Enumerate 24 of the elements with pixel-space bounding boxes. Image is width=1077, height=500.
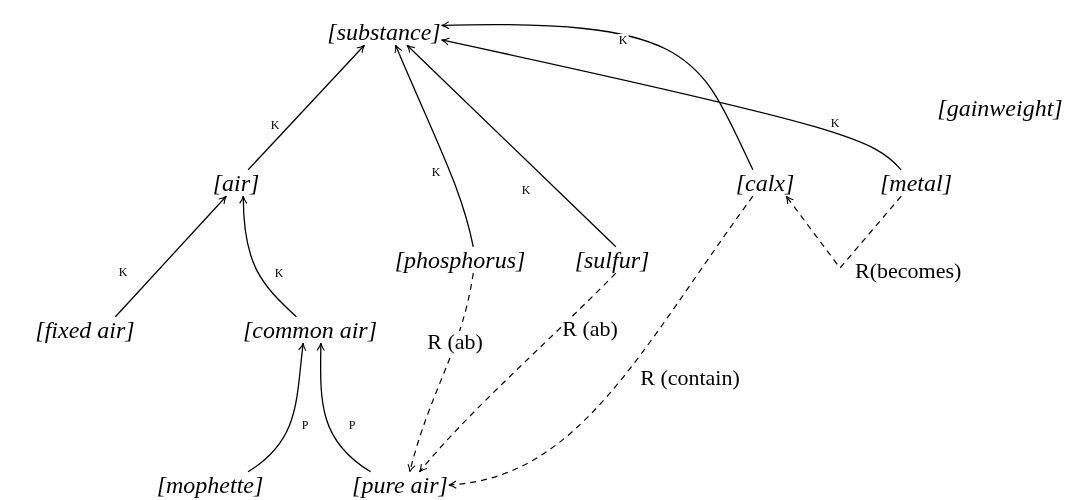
node-label: [metal] bbox=[879, 169, 953, 197]
node-label: [common air] bbox=[242, 316, 378, 344]
node-label: [air] bbox=[211, 169, 261, 197]
node-label: [fixed air] bbox=[34, 316, 136, 344]
edge-label: K bbox=[829, 117, 841, 129]
edge-label: K bbox=[617, 34, 629, 46]
edge-label: K bbox=[430, 166, 442, 178]
node-label: [substance] bbox=[326, 18, 442, 46]
edge-label: R (ab) bbox=[562, 318, 618, 340]
edge-label: P bbox=[300, 419, 310, 431]
edge-label: R(becomes) bbox=[855, 260, 962, 282]
node-label: [mophette] bbox=[155, 471, 265, 499]
node-label: [sulfur] bbox=[573, 246, 651, 274]
node-label: [phosphorus] bbox=[393, 246, 527, 274]
edge-label: K bbox=[520, 184, 532, 196]
node-label: [pure air] bbox=[351, 471, 449, 499]
edge-label: R (ab) bbox=[427, 331, 483, 353]
node-label: [calx] bbox=[734, 169, 796, 197]
edge-label: K bbox=[117, 266, 129, 278]
edge-label: R (contain) bbox=[640, 367, 740, 389]
annotation-text: [gainweight] bbox=[937, 94, 1063, 122]
edge-label: P bbox=[347, 419, 357, 431]
edge-label: K bbox=[273, 267, 285, 279]
edge-label: K bbox=[269, 119, 281, 131]
